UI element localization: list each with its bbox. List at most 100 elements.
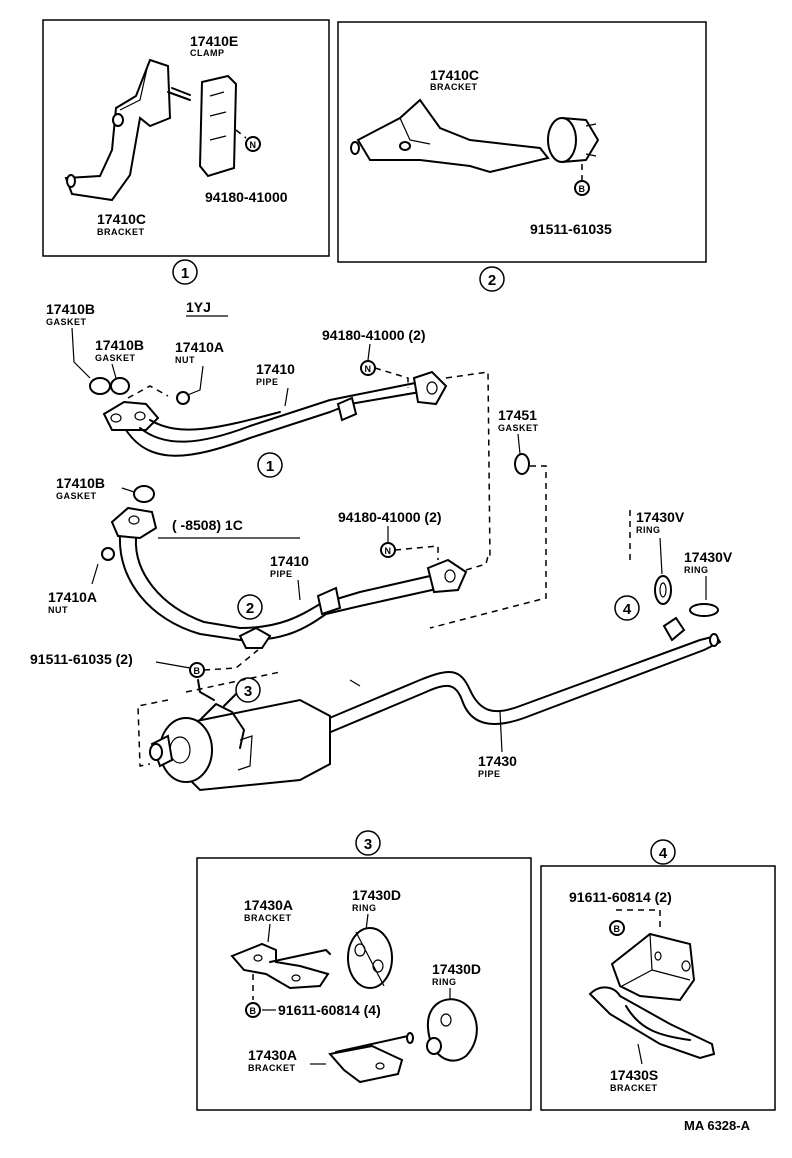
bolt-b-mark <box>574 180 590 196</box>
ring-17430d-2-drawing <box>426 998 478 1062</box>
gasket-1-part-name: GASKET <box>46 317 87 327</box>
main-diagram: 17410B GASKET 1YJ 17410B GASKET 17410A N… <box>30 299 733 792</box>
bolt-91611-inset3-part-number: 91611-60814 (4) <box>278 1002 381 1018</box>
clamp-part-name: CLAMP <box>190 48 225 58</box>
bolt-b-main-label: B <box>194 666 201 676</box>
nut-94180-mid-part-number: 94180-41000 (2) <box>338 509 442 525</box>
bolt-b-mark-inset4 <box>609 920 625 936</box>
nut-n-mark <box>245 136 261 152</box>
inset-3-frame <box>196 857 532 1111</box>
marker-2-inset <box>479 266 505 292</box>
marker-1-label: 1 <box>181 265 189 282</box>
clamp-17410e-drawing <box>198 74 238 178</box>
bracket-part-name: BRACKET <box>97 227 145 237</box>
inset-2-frame <box>337 21 707 263</box>
pipe-top-part-number: 17410 <box>256 361 295 377</box>
ring-d1-part-name: RING <box>352 903 377 913</box>
bracket-a1-part-name: BRACKET <box>244 913 292 923</box>
nut-top-part-number: 17410A <box>175 339 224 355</box>
marker-3-inset <box>355 830 381 856</box>
nut-part-number: 94180-41000 <box>205 189 288 205</box>
gasket-2-part-name: GASKET <box>95 353 136 363</box>
gasket-17410b-1 <box>89 377 111 395</box>
inset-4: 91611-60814 (2) B 17430S BRACKET <box>540 865 776 1111</box>
bolt-b-inset3-label: B <box>250 1006 257 1016</box>
bracket-a2-part-name: BRACKET <box>248 1063 296 1073</box>
bracket-a2-part-number: 17430A <box>248 1047 297 1063</box>
bolt-part-number: 91511-61035 <box>530 221 612 237</box>
nut-17410a-mid <box>101 547 115 561</box>
bracket-17430a-1-drawing <box>230 942 331 990</box>
gasket-17410b-2 <box>110 377 130 395</box>
marker-1-inset <box>172 259 198 285</box>
ring-d1-part-number: 17430D <box>352 887 401 903</box>
gasket-3-part-number: 17410B <box>56 475 105 491</box>
pipe-mid-part-name: PIPE <box>270 569 293 579</box>
marker-2-main <box>237 594 263 620</box>
ring-17430v-2 <box>689 603 719 617</box>
leader <box>235 129 247 139</box>
marker-1-main <box>257 452 283 478</box>
nut-n-top-label: N <box>365 364 372 374</box>
engine-1c-label: ( -8508) 1C <box>172 517 243 533</box>
nut-mid-part-number: 17410A <box>48 589 97 605</box>
tail-pipe-part-number: 17430 <box>478 753 517 769</box>
bracket-17430s-part-number: 17430S <box>610 1067 658 1083</box>
bracket-17410c-drawing <box>64 58 191 202</box>
ring-1-part-number: 17430V <box>636 509 685 525</box>
gasket-17451-part-number: 17451 <box>498 407 537 423</box>
marker-4-main-label: 4 <box>623 601 632 618</box>
marker-1-main-label: 1 <box>266 458 274 475</box>
bolt-b-mark-inset3 <box>245 1002 261 1018</box>
tail-pipe-part-name: PIPE <box>478 769 501 779</box>
diagram-reference-code: MA 6328-A <box>684 1118 751 1133</box>
marker-2-main-label: 2 <box>246 600 254 617</box>
ring-2-part-number: 17430V <box>684 549 733 565</box>
ring-17430d-1-drawing <box>347 927 393 989</box>
marker-3-main <box>235 677 261 703</box>
bracket-part-name: BRACKET <box>430 82 478 92</box>
inset-2: B 17410C BRACKET 91511-61035 <box>337 21 707 263</box>
inset-3: 17430A BRACKET B 91611-60814 (4) 17430D … <box>196 857 532 1111</box>
nut-94180-top-part-number: 94180-41000 (2) <box>322 327 426 343</box>
bracket-part-number: 17410C <box>430 67 479 83</box>
bolt-b-inset4-label: B <box>614 924 621 934</box>
nut-top-part-name: NUT <box>175 355 195 365</box>
ring-d2-part-number: 17430D <box>432 961 481 977</box>
bracket-a1-part-number: 17430A <box>244 897 293 913</box>
nut-n-mid-label: N <box>385 546 392 556</box>
inset-1-frame <box>42 19 330 257</box>
clamp-part-number: 17410E <box>190 33 238 49</box>
bolt-91511-part-number: 91511-61035 (2) <box>30 651 133 667</box>
pipe-top-part-name: PIPE <box>256 377 279 387</box>
bracket-17430s-part-name: BRACKET <box>610 1083 658 1093</box>
bolt-91611-inset4-part-number: 91611-60814 (2) <box>569 889 672 905</box>
marker-4-inset-label: 4 <box>659 845 668 862</box>
gasket-3-part-name: GASKET <box>56 491 97 501</box>
front-pipe-1yj-drawing <box>102 370 448 457</box>
gasket-17410b-3 <box>133 485 155 503</box>
gasket-1-part-number: 17410B <box>46 301 95 317</box>
clamp-2-drawing <box>547 117 599 163</box>
marker-4-inset <box>650 839 676 865</box>
nut-mid-part-name: NUT <box>48 605 68 615</box>
bracket-2-drawing <box>350 98 550 174</box>
marker-2-label: 2 <box>488 272 496 289</box>
bracket-17430s-drawing <box>588 932 716 1060</box>
front-pipe-1c-drawing <box>110 506 468 649</box>
ring-d2-part-name: RING <box>432 977 457 987</box>
marker-3-inset-label: 3 <box>364 836 372 853</box>
gasket-17451 <box>514 453 530 475</box>
inset-4-frame <box>540 865 776 1111</box>
bracket-part-number: 17410C <box>97 211 146 227</box>
engine-1yj-label: 1YJ <box>186 299 211 315</box>
bracket-17430a-2-drawing <box>328 1032 414 1084</box>
pipe-mid-part-number: 17410 <box>270 553 309 569</box>
inset-1: N 17410E CLAMP 94180-41000 17410C BRACKE… <box>42 19 330 257</box>
tail-pipe-muffler-drawing <box>149 616 721 792</box>
gasket-2-part-number: 17410B <box>95 337 144 353</box>
ring-2-part-name: RING <box>684 565 709 575</box>
ring-17430v-1 <box>654 575 672 605</box>
bolt-mark-label: B <box>579 184 586 194</box>
